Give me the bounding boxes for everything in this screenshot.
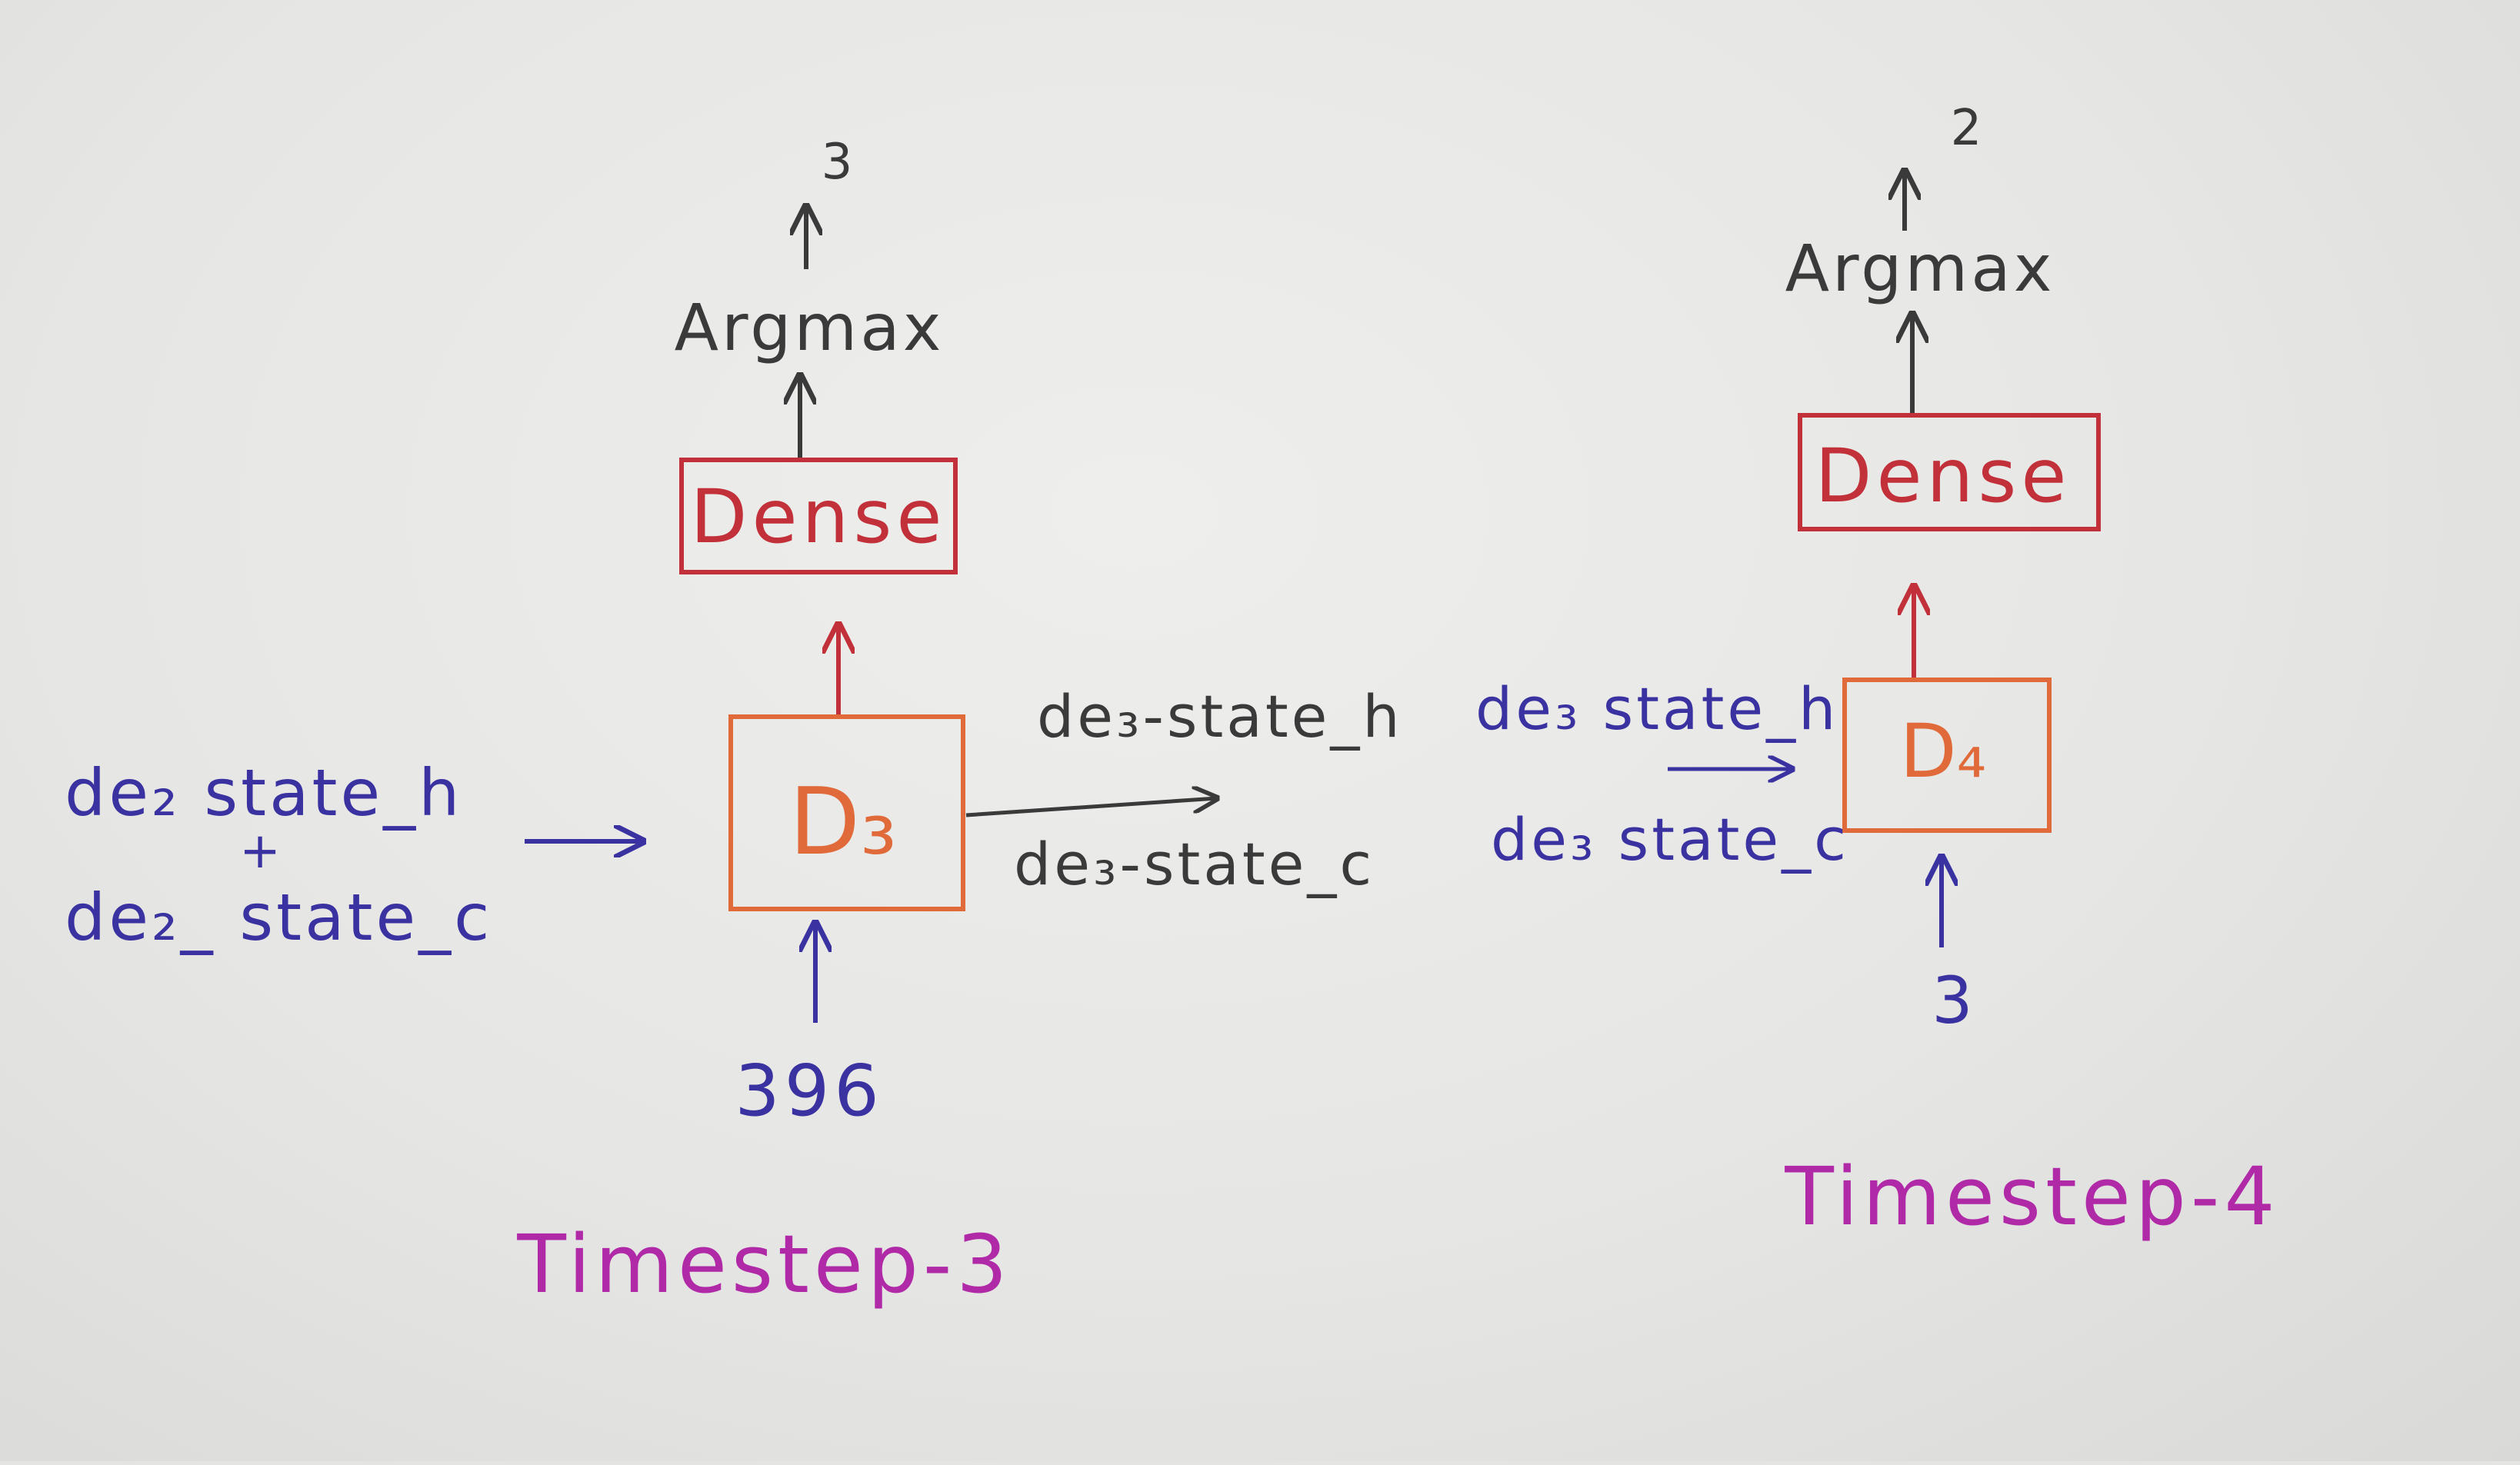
ts3-caption: Timestep-3 <box>516 1217 1012 1311</box>
ts3-decoder-label: D₃ <box>789 769 898 876</box>
ts3-incoming-plus: + <box>239 823 281 880</box>
ts3-outgoing-state-h: de₃-state_h <box>1037 682 1403 751</box>
ts4-decoder-box <box>1842 678 2052 833</box>
timestep-3-group: 3 Argmax Dense D₃ 396 de₂ state_h + de₂_… <box>65 134 1403 1311</box>
ts3-dense-label: Dense <box>691 474 947 560</box>
ts3-outgoing-state-c: de₃-state_c <box>1014 830 1375 898</box>
ts4-decoder-label: D₄ <box>1900 708 1986 794</box>
ts3-dense-box <box>679 458 958 574</box>
ts4-dense-box <box>1798 413 2101 531</box>
ts3-outgoing-arrow <box>965 798 1217 817</box>
ts4-input-value: 3 <box>1932 963 1972 1038</box>
ts3-output-value: 3 <box>822 134 853 191</box>
ts4-output-value: 2 <box>1951 100 1982 157</box>
ts3-input-value: 396 <box>735 1050 884 1132</box>
ts4-incoming-state-c: de₃ state_c <box>1491 805 1849 874</box>
timestep-4-group: 2 Argmax Dense D₄ 3 de₃ state_h de₃ stat… <box>1475 100 2279 1244</box>
ts3-decoder-box <box>728 714 965 911</box>
ts3-incoming-state-c: de₂_ state_c <box>65 880 492 955</box>
ts4-incoming-state-h: de₃ state_h <box>1475 674 1838 743</box>
ts4-caption: Timestep-4 <box>1784 1150 2279 1244</box>
ts4-argmax-label: Argmax <box>1785 231 2055 306</box>
ts3-argmax-label: Argmax <box>675 290 945 365</box>
ts4-dense-label: Dense <box>1815 433 2072 519</box>
ts3-incoming-state-h: de₂ state_h <box>65 755 462 831</box>
